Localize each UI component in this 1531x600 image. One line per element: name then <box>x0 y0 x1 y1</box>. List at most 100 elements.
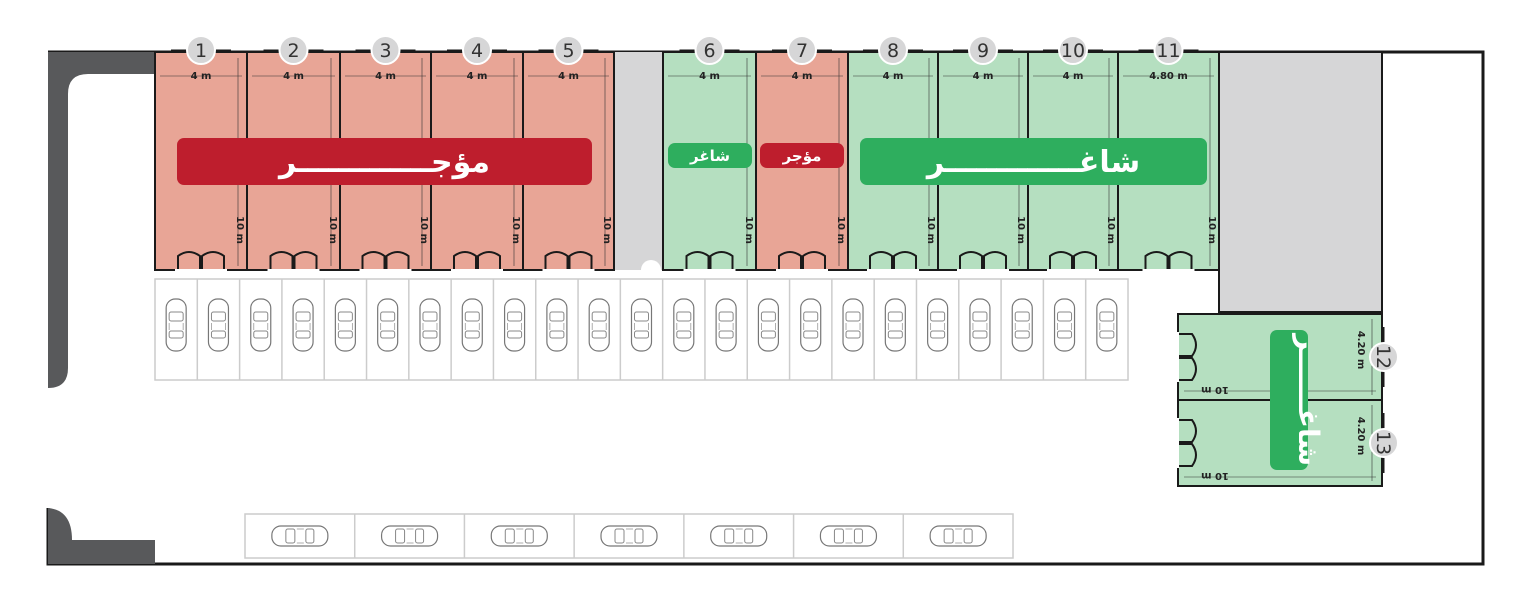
parking-space <box>271 525 329 547</box>
shop-doors <box>776 251 828 271</box>
shop-width-label: 4 m <box>191 71 212 82</box>
vacant-banner-vertical: شاغــــــر <box>1270 330 1325 470</box>
shop-doors <box>542 251 595 271</box>
parking-space <box>902 514 987 558</box>
parking-space <box>281 279 314 380</box>
vacant-banner-large: شاغـــــــــــــر <box>860 138 1207 185</box>
door-arc <box>869 251 893 270</box>
door-arc <box>544 251 569 270</box>
shop-width-label: 4.20 m <box>1355 331 1366 370</box>
shop-number-badge <box>462 35 492 65</box>
car-icon <box>600 525 658 547</box>
shop-number: 1 <box>195 40 207 62</box>
car-icon <box>1053 298 1076 352</box>
door-arc <box>201 251 225 270</box>
door-arc <box>959 251 983 270</box>
shop-doors <box>175 251 227 271</box>
shop-depth-label: 10 m <box>601 216 612 244</box>
parking-space <box>492 279 526 380</box>
rented-banner-large: مؤجـــــــــــــر <box>177 138 592 185</box>
rented-banner-large-bg <box>177 138 592 185</box>
shop-doors <box>1142 251 1195 271</box>
door-arc <box>1049 251 1073 270</box>
shop-number: 6 <box>703 40 715 62</box>
parking-space <box>365 279 399 380</box>
car-icon <box>588 298 610 352</box>
door-arc <box>1168 251 1193 270</box>
car-icon <box>819 525 878 547</box>
shop-depth-label: 10 m <box>835 216 846 244</box>
shop-number: 10 <box>1061 40 1085 62</box>
parking-space <box>573 514 658 558</box>
shop-number-badge <box>553 35 584 65</box>
shop-depth-label: 10 m <box>1201 470 1229 481</box>
car-icon <box>207 298 230 352</box>
shop-number-badge <box>370 35 401 65</box>
wall-upper-left <box>48 52 155 388</box>
rented-banner-large-text: مؤجـــــــــــــر <box>277 145 490 180</box>
car-icon <box>630 298 653 352</box>
parking-space <box>450 279 483 380</box>
parking-space <box>704 279 737 380</box>
shop-width-label: 4 m <box>558 71 579 82</box>
shop-number: 9 <box>977 40 989 62</box>
car-icon <box>546 298 568 352</box>
parking-space <box>788 279 822 380</box>
shop-depth-label: 10 m <box>1105 216 1116 244</box>
door-arc <box>1178 333 1197 357</box>
parking-space <box>534 279 568 380</box>
shop-number-badge <box>1369 428 1399 458</box>
car-icon <box>380 525 439 547</box>
car-icon <box>757 298 780 352</box>
car-icon <box>1011 298 1033 352</box>
shop-number: 11 <box>1156 40 1180 62</box>
car-icon <box>715 298 737 352</box>
shop-width-label: 4 m <box>699 71 720 82</box>
shop-depth-label: 10 m <box>327 216 338 244</box>
car-icon <box>842 298 864 352</box>
car-icon <box>461 298 483 352</box>
door-arc <box>778 251 802 270</box>
shop-number-badge <box>1058 35 1088 65</box>
car-icon <box>884 298 906 352</box>
shop-number-badge <box>1153 35 1184 65</box>
car-icon <box>969 298 991 352</box>
car-icon <box>334 298 356 352</box>
parking-space <box>873 279 906 380</box>
parking-space <box>463 514 548 558</box>
shop-width-label: 4 m <box>883 71 904 82</box>
rented-banner-small: مؤجر <box>760 143 844 168</box>
parking-space <box>238 279 272 380</box>
shop-number: 13 <box>1372 431 1394 455</box>
corner-passage <box>1218 51 1383 313</box>
parking-lower-row <box>244 513 1014 559</box>
parking-space <box>353 514 439 558</box>
door-arc <box>802 251 826 270</box>
shop-width-label: 4 m <box>1063 71 1084 82</box>
shop-doors <box>683 251 736 271</box>
shop-number-badge <box>694 35 725 65</box>
door-arc <box>983 251 1007 270</box>
shop-depth-label: 10 m <box>234 216 245 244</box>
shop-depth-label: 10 m <box>1201 384 1229 395</box>
car-icon <box>419 298 441 352</box>
door-arc <box>1178 357 1197 381</box>
shop-number: 8 <box>887 40 899 62</box>
door-arc <box>453 251 477 270</box>
door-arc <box>385 251 410 270</box>
shop-doors <box>267 251 320 271</box>
vacant-banner-vertical-text: شاغــــــر <box>1292 332 1325 466</box>
parking-space <box>577 279 610 380</box>
shop-number-badge <box>1369 342 1399 372</box>
parking-space <box>683 514 768 558</box>
parking-upper-row <box>154 278 1129 381</box>
car-icon <box>250 298 272 352</box>
door-arc <box>361 251 386 270</box>
vacant-banner-small-text: شاغر <box>689 147 730 165</box>
vacant-banner-small-bg <box>668 143 752 168</box>
rented-banner-small-text: مؤجر <box>782 147 822 165</box>
vacant-banner-large-text: شاغـــــــــــــر <box>925 145 1140 180</box>
shop-number: 2 <box>287 40 299 62</box>
door-arc <box>1073 251 1097 270</box>
shop-depth-label: 10 m <box>743 216 754 244</box>
